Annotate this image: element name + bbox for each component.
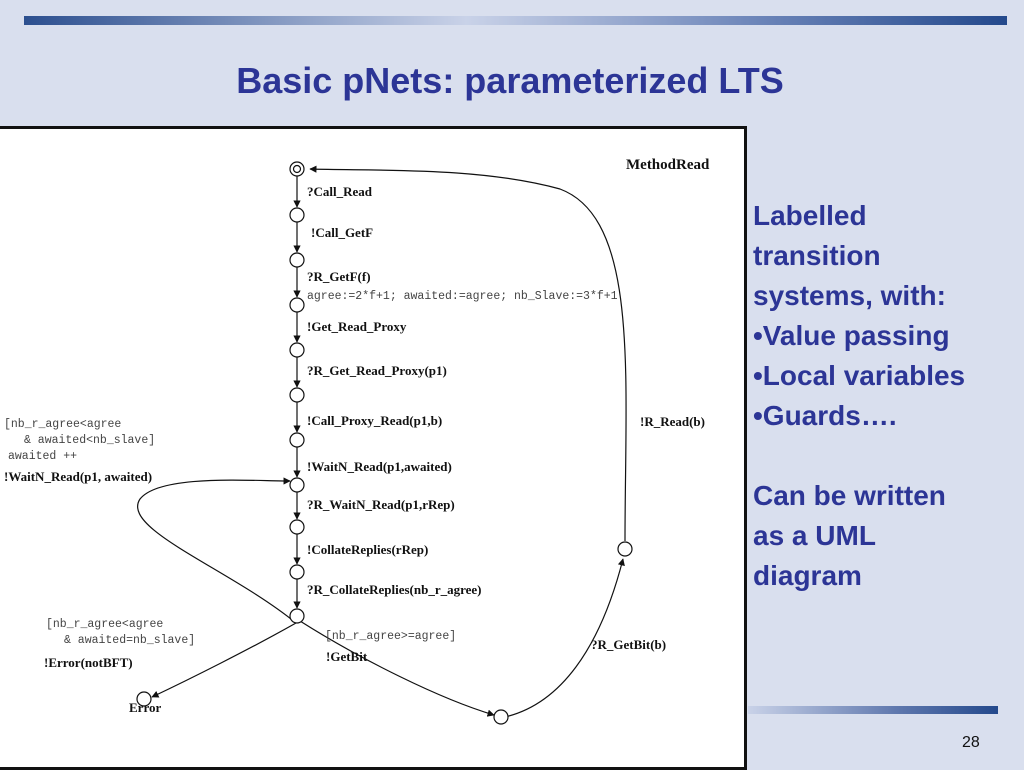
state-node: [289, 519, 305, 535]
label-loop-waitn: !WaitN_Read(p1, awaited): [4, 469, 152, 484]
state-node: [289, 477, 305, 493]
label-r-get-read-proxy: ?R_Get_Read_Proxy(p1): [307, 363, 447, 378]
edge-error: [151, 622, 297, 698]
bullet-item: •Local variables: [753, 360, 966, 391]
label-error-action: !Error(notBFT): [44, 655, 133, 670]
state-node: [617, 541, 633, 557]
label-assign: agree:=2*f+1; awaited:=agree; nb_Slave:=…: [307, 290, 618, 303]
side-text-line: systems, with:: [753, 280, 946, 311]
state-node: [289, 608, 305, 624]
side-text-line: Can be written: [753, 480, 946, 511]
side-text-block: Labelled transition systems, with: •Valu…: [753, 196, 1018, 596]
label-r-read: !R_Read(b): [640, 414, 705, 429]
lts-diagram-figure: MethodRead: [0, 126, 747, 770]
edge-r-getbit: [504, 558, 625, 718]
side-text-line: transition: [753, 240, 881, 271]
top-decorative-bar: [24, 16, 1007, 25]
label-call-getf: !Call_GetF: [311, 225, 373, 240]
state-node: [289, 432, 305, 448]
state-node: [289, 207, 305, 223]
side-text-line: diagram: [753, 560, 862, 591]
label-getbit: !GetBit: [326, 649, 368, 664]
state-initial-inner: [292, 164, 302, 174]
state-node: [493, 709, 509, 725]
state-node: [289, 387, 305, 403]
bullet-item: •Value passing: [753, 320, 950, 351]
page-number: 28: [962, 734, 980, 751]
bottom-decorative-bar: [748, 706, 998, 714]
label-r-getf: ?R_GetF(f): [307, 269, 371, 284]
state-node: [289, 297, 305, 313]
label-get-read-proxy: !Get_Read_Proxy: [307, 319, 407, 334]
label-error-guard-1: [nb_r_agree<agree: [46, 618, 163, 631]
label-error-guard-2: & awaited=nb_slave]: [64, 634, 195, 647]
side-text-line: Labelled: [753, 200, 867, 231]
label-loop-guard-1: [nb_r_agree<agree: [4, 418, 121, 431]
diagram-name: MethodRead: [626, 157, 710, 173]
bullet-item: •Guards….: [753, 400, 897, 431]
label-r-getbit: ?R_GetBit(b): [591, 637, 666, 652]
edge-loop-waitn: [137, 477, 297, 624]
side-text-line: as a UML: [753, 520, 876, 551]
label-r-collate-replies: ?R_CollateReplies(nb_r_agree): [307, 582, 482, 597]
state-error: [136, 691, 152, 707]
label-collate-replies: !CollateReplies(rRep): [307, 542, 428, 557]
label-call-read: ?Call_Read: [307, 184, 373, 199]
edge-getbit: [299, 620, 495, 717]
spacer: [753, 436, 1018, 476]
label-loop-guard-2: & awaited<nb_slave]: [24, 434, 155, 447]
label-call-proxy-read: !Call_Proxy_Read(p1,b): [307, 413, 442, 428]
label-loop-action: awaited ++: [8, 450, 77, 463]
edge-r-read: [309, 165, 627, 542]
label-guard-getbit: [nb_r_agree>=agree]: [325, 630, 456, 643]
label-waitn-read: !WaitN_Read(p1,awaited): [307, 459, 452, 474]
lts-diagram: MethodRead: [4, 157, 710, 725]
slide-title: Basic pNets: parameterized LTS: [236, 60, 784, 101]
label-r-waitn-read: ?R_WaitN_Read(p1,rRep): [307, 497, 455, 512]
state-node: [289, 564, 305, 580]
state-node: [289, 252, 305, 268]
label-error-state: Error: [129, 700, 161, 715]
state-node: [289, 342, 305, 358]
